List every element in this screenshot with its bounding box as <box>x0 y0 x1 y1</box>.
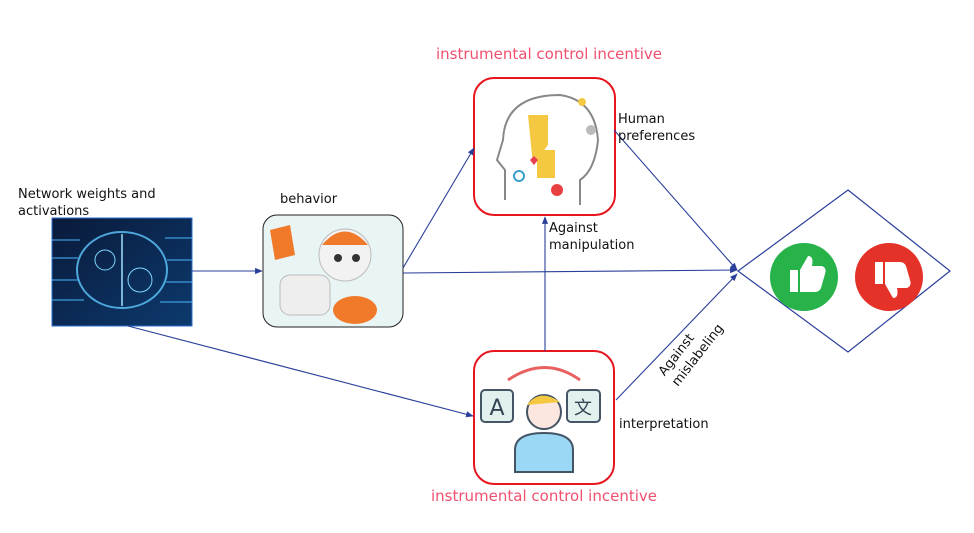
arrow-preferences-to-decision <box>613 129 738 271</box>
arrows <box>127 129 738 418</box>
arrow-weights-to-interpretation <box>127 325 474 418</box>
neural-network-brain-image <box>51 217 193 327</box>
against-manipulation-label: Against manipulation <box>549 221 635 253</box>
incentive-label-top: instrumental control incentive <box>436 45 662 63</box>
arrow-behavior-to-preferences <box>402 147 475 269</box>
svg-text:A: A <box>489 396 504 421</box>
interpretation-box: A 文 <box>473 350 615 485</box>
behavior-label: behavior <box>280 192 338 207</box>
robot-behavior-image <box>262 214 404 328</box>
arrow-interpretation-to-decision <box>615 273 738 401</box>
human-preferences-label: Human preferences <box>618 112 696 144</box>
svg-text:文: 文 <box>574 398 592 419</box>
interpretation-label: interpretation <box>619 417 709 432</box>
incentive-label-bottom: instrumental control incentive <box>431 487 657 505</box>
arrow-behavior-to-decision <box>402 266 738 274</box>
network-weights-label: Network weights and activations <box>18 187 156 219</box>
human-preferences-box <box>473 77 616 216</box>
decision-diamond <box>736 189 951 353</box>
